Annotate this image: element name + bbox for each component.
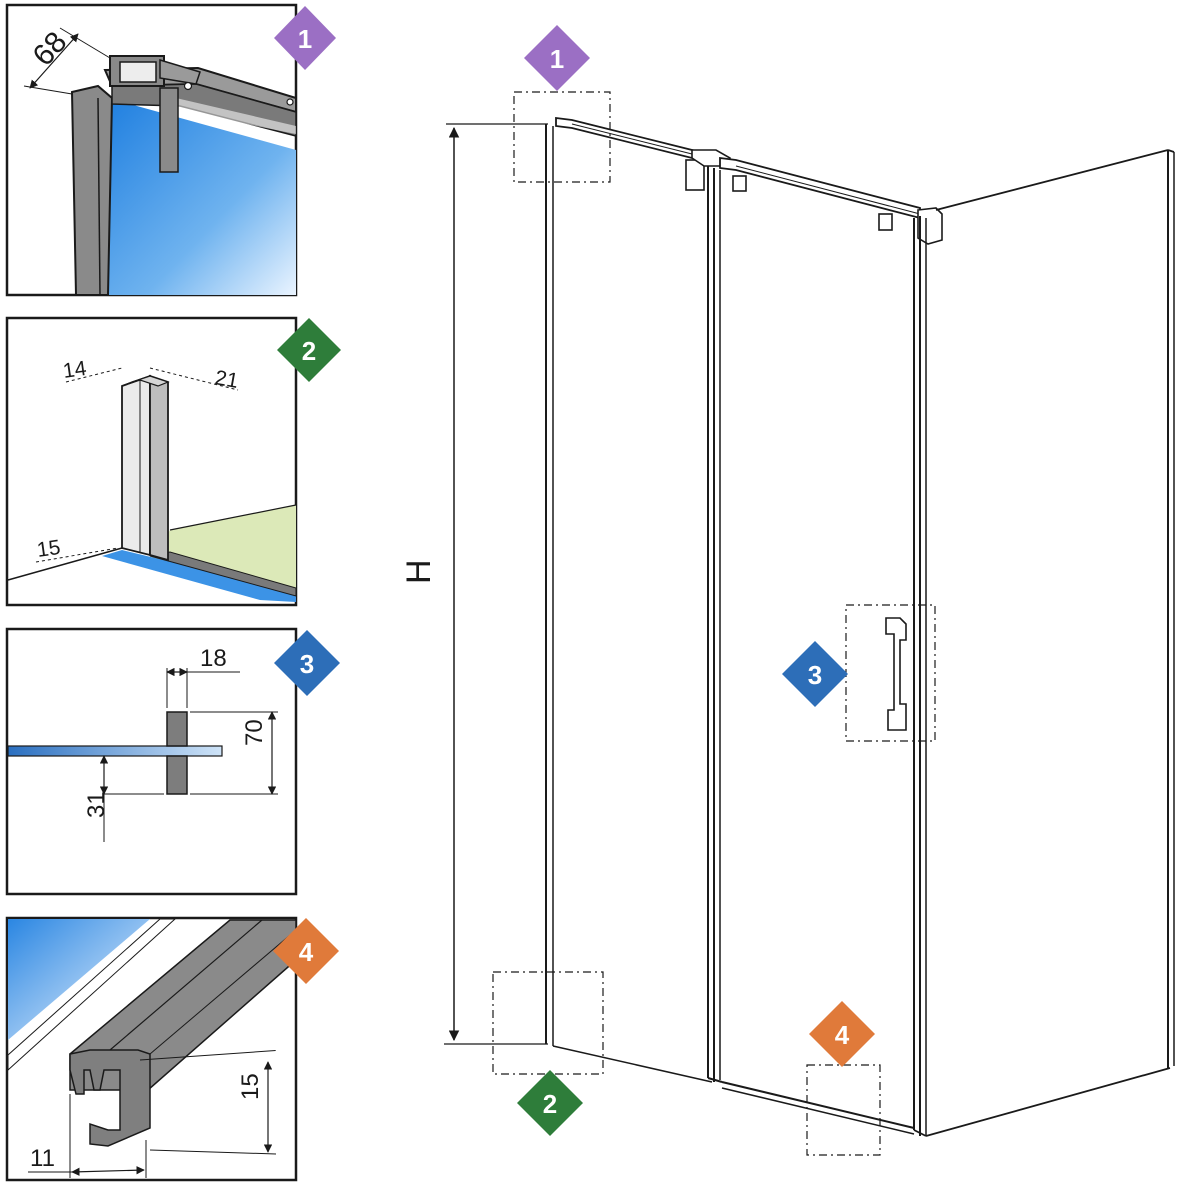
detail-2-dim-b: 21 xyxy=(213,366,240,393)
detail-3-dim-offset: 31 xyxy=(83,791,110,818)
badge-4-main-text: 4 xyxy=(835,1020,850,1050)
detail-panel-1: 68 1 xyxy=(5,3,336,297)
detail-2-dimensions: 14 21 15 xyxy=(35,357,240,563)
top-rail xyxy=(555,116,943,245)
detail-panel-2: 14 21 15 2 xyxy=(5,316,341,607)
detail-4-dim-width: 11 xyxy=(30,1145,55,1172)
detail-panel-4: 15 11 4 xyxy=(5,916,339,1182)
height-label: H xyxy=(400,559,438,584)
callout-box-4 xyxy=(806,1064,881,1156)
detail-3-dimensions: 18 70 31 xyxy=(83,645,278,842)
detail-panel-3: 18 70 31 3 xyxy=(5,627,340,896)
detail-1-frame-post xyxy=(70,84,114,296)
badge-4-small: 4 xyxy=(273,918,339,984)
height-dimension: H xyxy=(400,123,548,1045)
badge-2-main-text: 2 xyxy=(543,1089,557,1119)
detail-2-dim-c: 15 xyxy=(35,536,61,562)
badge-1-small-text: 1 xyxy=(298,24,312,54)
badge-3-main-text: 3 xyxy=(808,660,822,690)
badge-4-main: 4 xyxy=(809,1001,875,1067)
callout-box-1 xyxy=(513,91,611,183)
detail-3-dim-height: 70 xyxy=(241,719,268,746)
detail-4-dim-height: 15 xyxy=(237,1073,264,1100)
badge-2-main: 2 xyxy=(517,1070,583,1136)
badge-1-small: 1 xyxy=(274,6,336,70)
detail-2-floor xyxy=(7,504,297,590)
detail-2-profile xyxy=(121,374,170,562)
callout-box-2 xyxy=(492,971,604,1075)
detail-2-dim-a: 14 xyxy=(61,357,88,383)
detail-1-top-rail xyxy=(103,55,297,173)
badge-4-small-text: 4 xyxy=(299,937,314,967)
detail-4-dimensions: 15 11 xyxy=(28,1050,277,1178)
detail-1-glass xyxy=(108,98,296,295)
badge-3-main: 3 xyxy=(782,641,848,707)
detail-3-dim-width: 18 xyxy=(200,645,227,672)
badge-2-small-text: 2 xyxy=(302,336,316,366)
badge-3-small: 3 xyxy=(274,630,340,696)
detail-3-glass xyxy=(7,745,223,757)
side-panel xyxy=(913,149,1175,1137)
badge-2-small: 2 xyxy=(277,318,341,382)
badge-1-main: 1 xyxy=(524,25,590,91)
door-handle xyxy=(885,617,907,731)
badge-1-main-text: 1 xyxy=(550,44,564,74)
fixed-panel xyxy=(545,124,713,1083)
badge-3-small-text: 3 xyxy=(300,649,314,679)
detail-3-handle xyxy=(166,711,188,795)
detail-4-glass xyxy=(7,918,177,1072)
main-enclosure: H xyxy=(400,91,1175,1156)
sliding-door xyxy=(707,168,915,1135)
